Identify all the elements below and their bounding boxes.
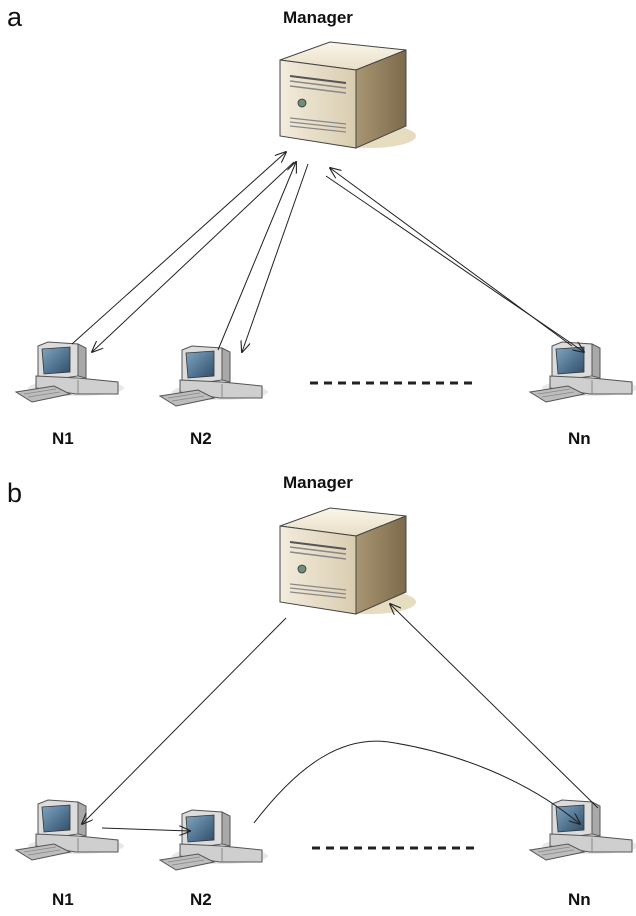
arrow-n1-to-manager: [71, 152, 286, 345]
node-label-n2: N2: [190, 890, 212, 909]
arrow-n1-to-n2: [101, 828, 190, 831]
diagram-a: [15, 41, 636, 407]
node-label-n1: N1: [52, 890, 74, 909]
panel-letter: b: [7, 478, 23, 508]
desktop-computer-icon: [529, 799, 636, 861]
arrow-n2-to-manager: [217, 162, 296, 351]
desktop-computer-icon: [15, 799, 125, 861]
arrow-manager-to-nn: [325, 175, 584, 352]
diagram-b: [15, 507, 636, 871]
arrow-manager-to-n1: [82, 617, 287, 824]
node-label-n1: N1: [52, 429, 74, 448]
node-label-nn: Nn: [568, 429, 591, 448]
desktop-computer-icon: [15, 341, 125, 403]
arrow-nn-to-manager: [390, 604, 599, 809]
arrow-manager-to-n1: [92, 161, 295, 352]
manager-title: Manager: [283, 473, 353, 492]
panel-a: a Manager N1 N2 Nn: [7, 2, 636, 448]
server-tower-icon: [279, 41, 417, 149]
node-label-nn: Nn: [568, 890, 591, 909]
panel-letter: a: [7, 2, 23, 32]
arrow-n2-to-nn: [253, 740, 580, 824]
arrow-manager-to-n2: [242, 163, 309, 352]
node-label-n2: N2: [190, 429, 212, 448]
desktop-computer-icon: [159, 345, 269, 407]
desktop-computer-icon: [159, 809, 269, 871]
panel-b: b Manager N1 N2 Nn: [0, 458, 636, 915]
server-tower-icon: [279, 507, 417, 615]
manager-title: Manager: [283, 8, 353, 27]
